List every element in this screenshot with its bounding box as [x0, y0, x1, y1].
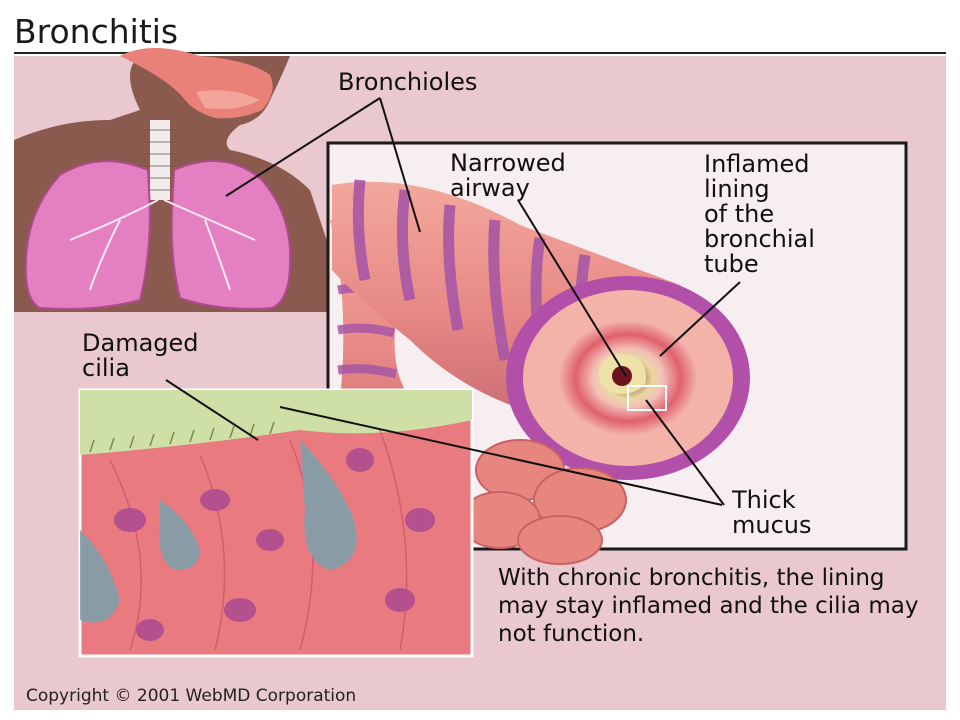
label-narrowed-airway: Narrowed airway [450, 149, 566, 202]
label-damaged-cilia: Damaged cilia [82, 329, 199, 382]
trachea [150, 120, 170, 200]
leader-lines [165, 97, 741, 506]
lungs [24, 160, 292, 310]
copyright-notice: Copyright © 2001 WebMD Corporation [26, 686, 357, 706]
label-inflamed-lining: Inflamed lining of the bronchial tube [704, 150, 815, 278]
alveoli-cluster [459, 439, 627, 565]
label-thick-mucus: Thick mucus [732, 486, 812, 539]
cilia-closeup-box [78, 388, 474, 658]
caption-text: With chronic bronchitis, the lining may … [498, 565, 919, 647]
label-bronchioles: Bronchioles [338, 68, 478, 96]
page-title: Bronchitis [14, 12, 179, 51]
title-divider [14, 52, 946, 54]
